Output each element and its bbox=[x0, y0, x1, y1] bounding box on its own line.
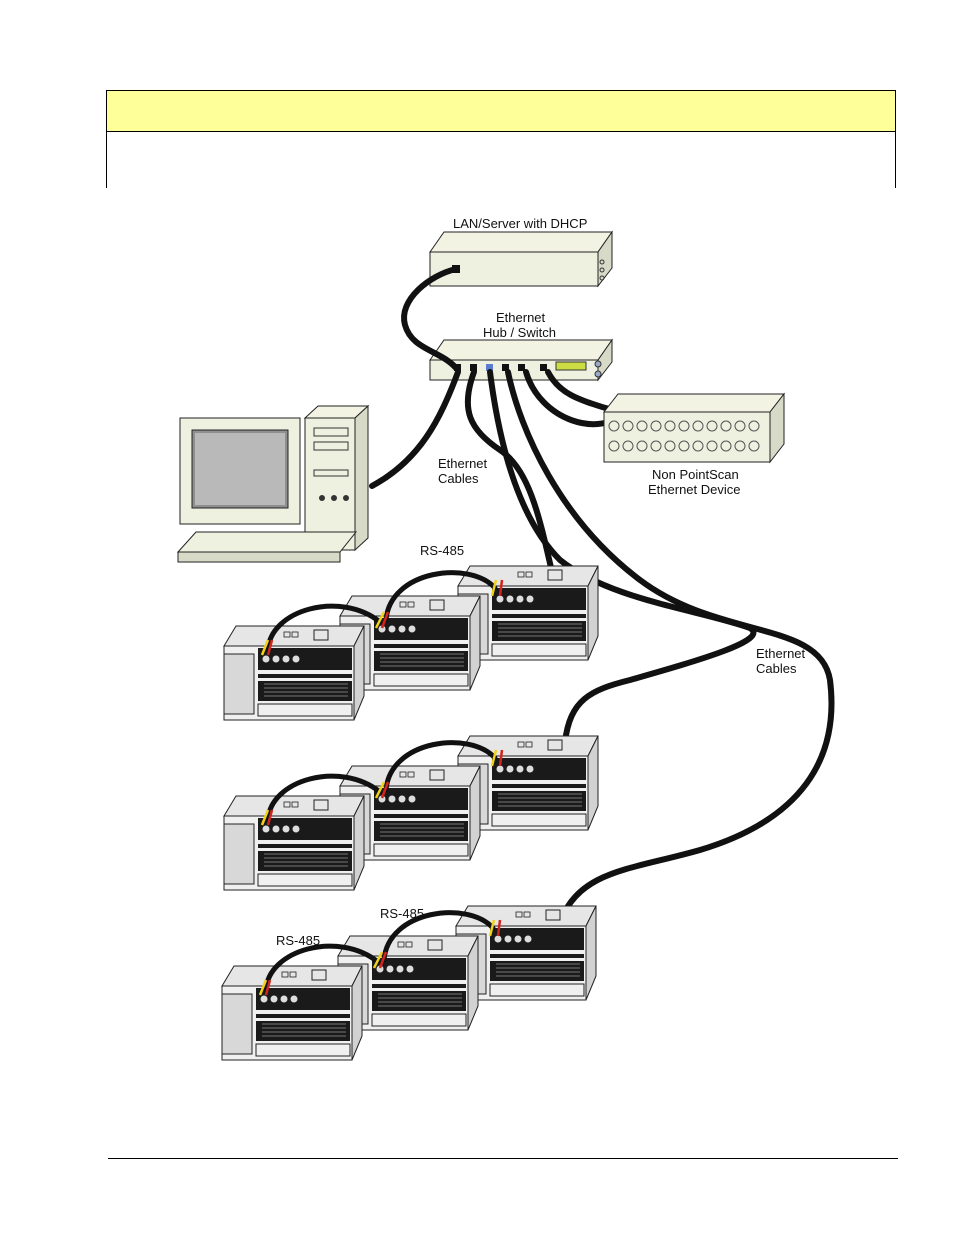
note-callout-body bbox=[107, 132, 895, 188]
rs485-wire-ends bbox=[258, 579, 504, 996]
module-row-2 bbox=[223, 735, 599, 891]
footer-rule bbox=[108, 1158, 898, 1159]
computer bbox=[176, 404, 370, 563]
rs485-label-top: RS-485 bbox=[420, 543, 464, 558]
lan-server bbox=[429, 230, 613, 288]
hub-label-line2: Hub / Switch bbox=[483, 325, 556, 340]
rs485-label-bottom-left: RS-485 bbox=[276, 933, 320, 948]
server-label: LAN/Server with DHCP bbox=[453, 216, 587, 231]
cables-left-label-1: Ethernet bbox=[438, 456, 488, 471]
ethernet-cables bbox=[369, 266, 835, 925]
cables-left-label-2: Cables bbox=[438, 471, 479, 486]
module-row-1 bbox=[223, 565, 599, 721]
non-pointscan-device bbox=[602, 392, 786, 464]
cables-right-label-1: Ethernet bbox=[756, 646, 806, 661]
cables-right-label-2: Cables bbox=[756, 661, 797, 676]
non-pointscan-label-2: Ethernet Device bbox=[648, 482, 741, 497]
rs485-label-bottom-right: RS-485 bbox=[380, 906, 424, 921]
non-pointscan-label-1: Non PointScan bbox=[652, 467, 739, 482]
rs485-cables bbox=[263, 570, 498, 993]
note-callout-header bbox=[107, 91, 895, 132]
module-row-3 bbox=[221, 905, 597, 1061]
hub-label-line1: Ethernet bbox=[496, 310, 546, 325]
note-callout bbox=[106, 90, 896, 188]
